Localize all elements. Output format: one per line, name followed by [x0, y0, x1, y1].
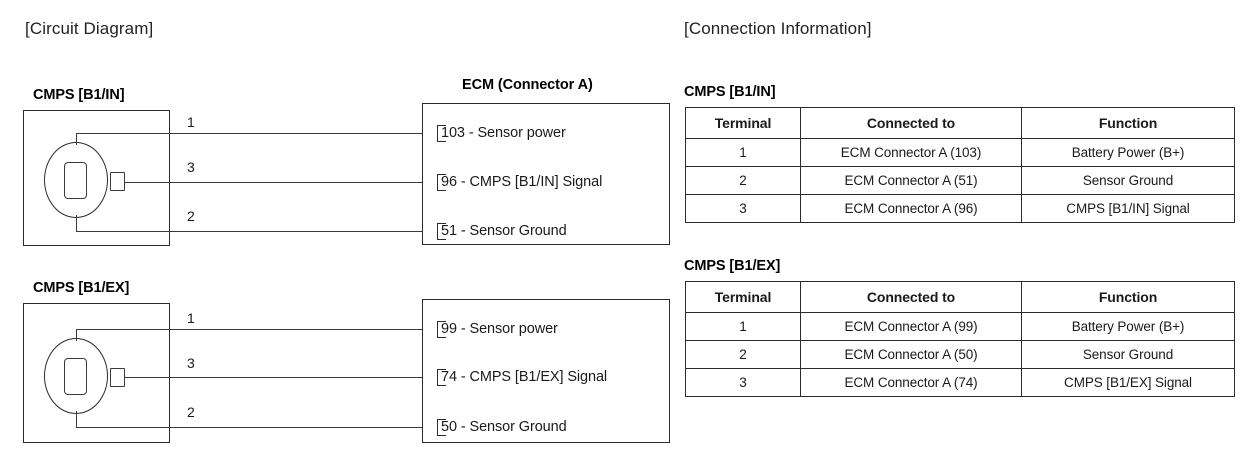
circuit-diagram-heading: [Circuit Diagram]	[25, 19, 154, 38]
wire-pin2-run-b1-in	[76, 231, 422, 232]
wire-pin1-run-b1-ex	[76, 329, 422, 330]
pin-number-1-b1-in: 1	[187, 114, 195, 130]
cell-connected-to: ECM Connector A (103)	[800, 138, 1022, 167]
ecm-pin-label-74: 74 - CMPS [B1/EX] Signal	[441, 369, 608, 385]
ecm-terminal-bracket-icon-103	[437, 125, 446, 142]
pin-number-1-b1-ex: 1	[187, 310, 195, 326]
ecm-pin-label-51: 51 - Sensor Ground	[441, 223, 567, 239]
sensor-title-b1-ex: CMPS [B1/EX]	[33, 280, 130, 296]
ecm-terminal-bracket-icon-99	[437, 321, 446, 338]
table-caption-b1-in: CMPS [B1/IN]	[684, 84, 776, 100]
cell-connected-to: ECM Connector A (99)	[800, 312, 1022, 341]
pin-number-2-b1-in: 2	[187, 208, 195, 224]
table-row: 3 ECM Connector A (74) CMPS [B1/EX] Sign…	[685, 368, 1235, 397]
ecm-connector-title: ECM (Connector A)	[462, 77, 593, 93]
cell-terminal: 1	[685, 312, 801, 341]
table-row: 1 ECM Connector A (99) Battery Power (B+…	[685, 312, 1235, 341]
cell-function: Battery Power (B+)	[1021, 138, 1235, 167]
cell-function: Sensor Ground	[1021, 166, 1235, 195]
table-caption-b1-ex: CMPS [B1/EX]	[684, 258, 781, 274]
table-header-row: Terminal Connected to Function	[685, 107, 1235, 139]
sensor-title-b1-in: CMPS [B1/IN]	[33, 87, 125, 103]
cell-connected-to: ECM Connector A (74)	[800, 368, 1022, 397]
sensor-box-b1-in	[23, 110, 170, 246]
cell-terminal: 3	[685, 194, 801, 223]
ecm-terminal-bracket-icon-51	[437, 223, 446, 240]
cell-connected-to: ECM Connector A (51)	[800, 166, 1022, 195]
ecm-pin-label-103: 103 - Sensor power	[441, 125, 566, 141]
column-header-connected-to: Connected to	[800, 281, 1022, 313]
ecm-terminal-bracket-icon-96	[437, 174, 446, 191]
cell-connected-to: ECM Connector A (50)	[800, 340, 1022, 369]
wire-pin2-stub-b1-in	[76, 215, 77, 231]
cell-function: Battery Power (B+)	[1021, 312, 1235, 341]
pin-number-3-b1-ex: 3	[187, 355, 195, 371]
wire-pin1-stub-b1-ex	[76, 329, 77, 341]
cell-terminal: 2	[685, 340, 801, 369]
sensor-terminal-square-b1-ex	[110, 368, 125, 387]
ecm-pin-label-96: 96 - CMPS [B1/IN] Signal	[441, 174, 603, 190]
table-header-row: Terminal Connected to Function	[685, 281, 1235, 313]
ecm-terminal-bracket-icon-50	[437, 419, 446, 436]
ecm-terminal-bracket-icon-74	[437, 369, 446, 386]
cell-terminal: 2	[685, 166, 801, 195]
cell-function: CMPS [B1/IN] Signal	[1021, 194, 1235, 223]
sensor-box-b1-ex	[23, 303, 170, 443]
column-header-function: Function	[1021, 281, 1235, 313]
cell-terminal: 3	[685, 368, 801, 397]
cell-connected-to: ECM Connector A (96)	[800, 194, 1022, 223]
cell-terminal: 1	[685, 138, 801, 167]
pin-number-3-b1-in: 3	[187, 159, 195, 175]
column-header-connected-to: Connected to	[800, 107, 1022, 139]
cell-function: Sensor Ground	[1021, 340, 1235, 369]
wire-pin2-run-b1-ex	[76, 427, 422, 428]
wire-pin1-stub-b1-in	[76, 133, 77, 145]
wire-pin1-run-b1-in	[76, 133, 422, 134]
sensor-terminal-square-b1-in	[110, 172, 125, 191]
ecm-pin-label-50: 50 - Sensor Ground	[441, 419, 567, 435]
table-row: 2 ECM Connector A (50) Sensor Ground	[685, 340, 1235, 369]
column-header-terminal: Terminal	[685, 107, 801, 139]
sensor-keyed-slot-icon-b1-ex	[64, 358, 87, 395]
pin-number-2-b1-ex: 2	[187, 404, 195, 420]
connection-table-b1-in: Terminal Connected to Function 1 ECM Con…	[685, 107, 1235, 223]
sensor-keyed-slot-icon-b1-in	[64, 162, 87, 199]
column-header-function: Function	[1021, 107, 1235, 139]
column-header-terminal: Terminal	[685, 281, 801, 313]
ecm-connector-box-bottom	[422, 299, 670, 443]
table-row: 1 ECM Connector A (103) Battery Power (B…	[685, 138, 1235, 167]
ecm-connector-box-top	[422, 103, 670, 245]
connection-table-b1-ex: Terminal Connected to Function 1 ECM Con…	[685, 281, 1235, 397]
wire-pin2-stub-b1-ex	[76, 411, 77, 427]
table-row: 2 ECM Connector A (51) Sensor Ground	[685, 166, 1235, 195]
ecm-pin-label-99: 99 - Sensor power	[441, 321, 558, 337]
wire-pin3-run-b1-in	[125, 182, 422, 183]
wire-pin3-run-b1-ex	[125, 377, 422, 378]
table-row: 3 ECM Connector A (96) CMPS [B1/IN] Sign…	[685, 194, 1235, 223]
connection-information-heading: [Connection Information]	[684, 19, 872, 38]
cell-function: CMPS [B1/EX] Signal	[1021, 368, 1235, 397]
